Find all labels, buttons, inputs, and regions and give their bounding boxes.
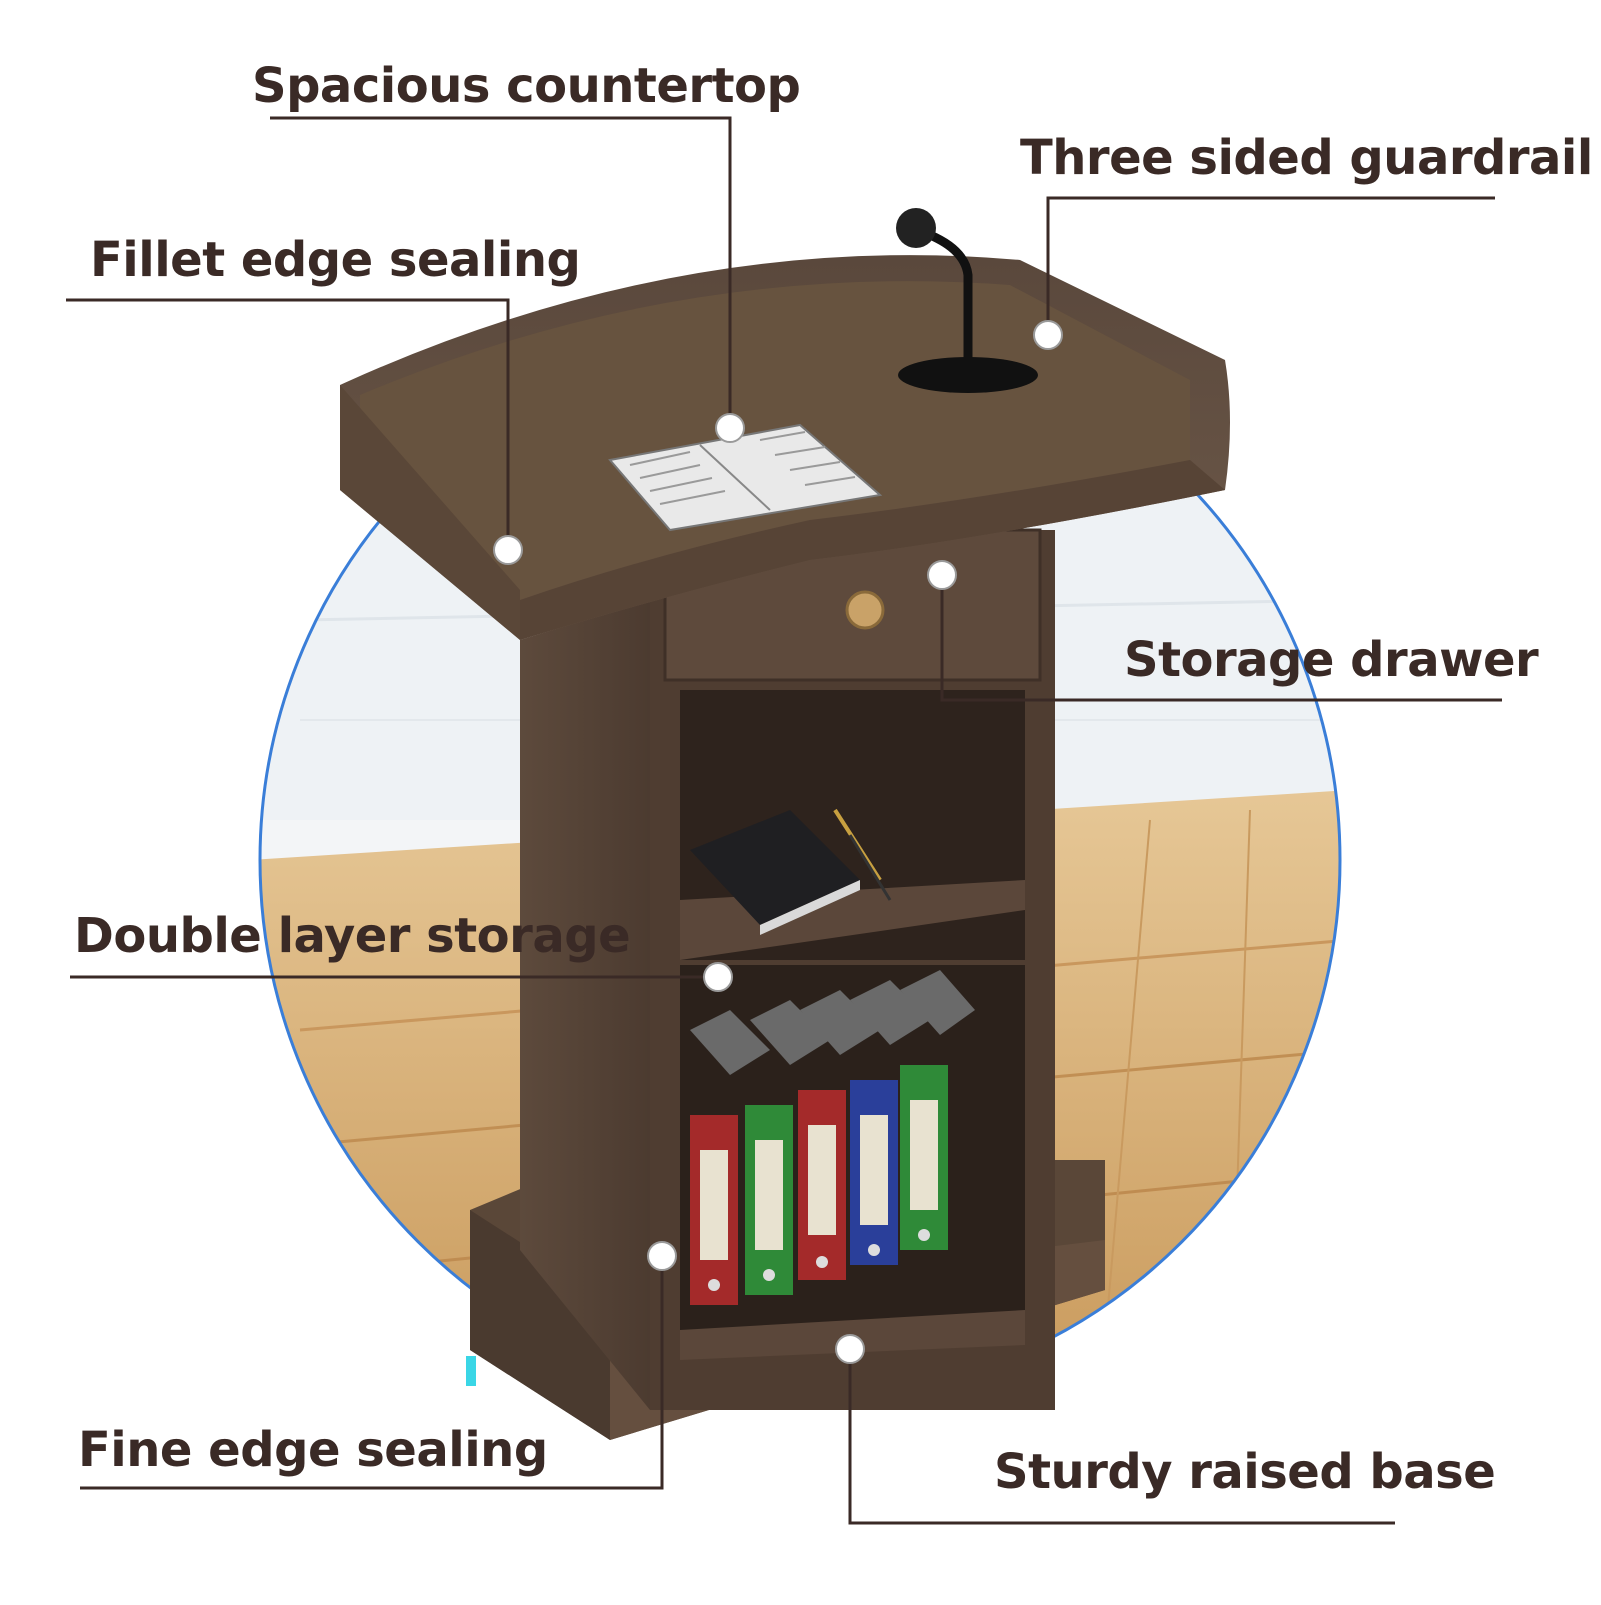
dot-sturdy-raised-base bbox=[835, 1334, 865, 1364]
label-storage-drawer: Storage drawer bbox=[1124, 632, 1539, 688]
dot-fillet-edge-sealing bbox=[493, 535, 523, 565]
dot-fine-edge-sealing bbox=[647, 1241, 677, 1271]
label-three-sided-guardrail: Three sided guardrail bbox=[1020, 130, 1593, 186]
label-double-layer-storage: Double layer storage bbox=[74, 908, 631, 964]
label-fine-edge-sealing: Fine edge sealing bbox=[78, 1422, 548, 1478]
cyan-mark bbox=[466, 1356, 476, 1386]
dot-double-layer-storage bbox=[703, 962, 733, 992]
marker-dots bbox=[493, 320, 1063, 1364]
label-spacious-countertop: Spacious countertop bbox=[252, 58, 801, 114]
leader-lines bbox=[66, 116, 1502, 1525]
leader-sturdy-raised-base bbox=[848, 1349, 1395, 1525]
microphone bbox=[896, 208, 1038, 393]
leader-storage-drawer bbox=[940, 575, 1502, 702]
shelf-notebooks bbox=[690, 808, 892, 935]
podium-side-panel bbox=[520, 600, 650, 1410]
open-book bbox=[608, 423, 883, 532]
label-sturdy-raised-base: Sturdy raised base bbox=[994, 1444, 1496, 1500]
dot-storage-drawer bbox=[927, 560, 957, 590]
label-fillet-edge-sealing: Fillet edge sealing bbox=[90, 232, 581, 288]
leader-three-sided-guardrail bbox=[1046, 196, 1495, 335]
leader-spacious-countertop bbox=[270, 116, 732, 428]
binders bbox=[690, 970, 975, 1305]
leader-fine-edge-sealing bbox=[80, 1256, 664, 1490]
leader-fillet-edge-sealing bbox=[66, 298, 510, 550]
dot-spacious-countertop bbox=[715, 413, 745, 443]
dot-three-sided-guardrail bbox=[1033, 320, 1063, 350]
